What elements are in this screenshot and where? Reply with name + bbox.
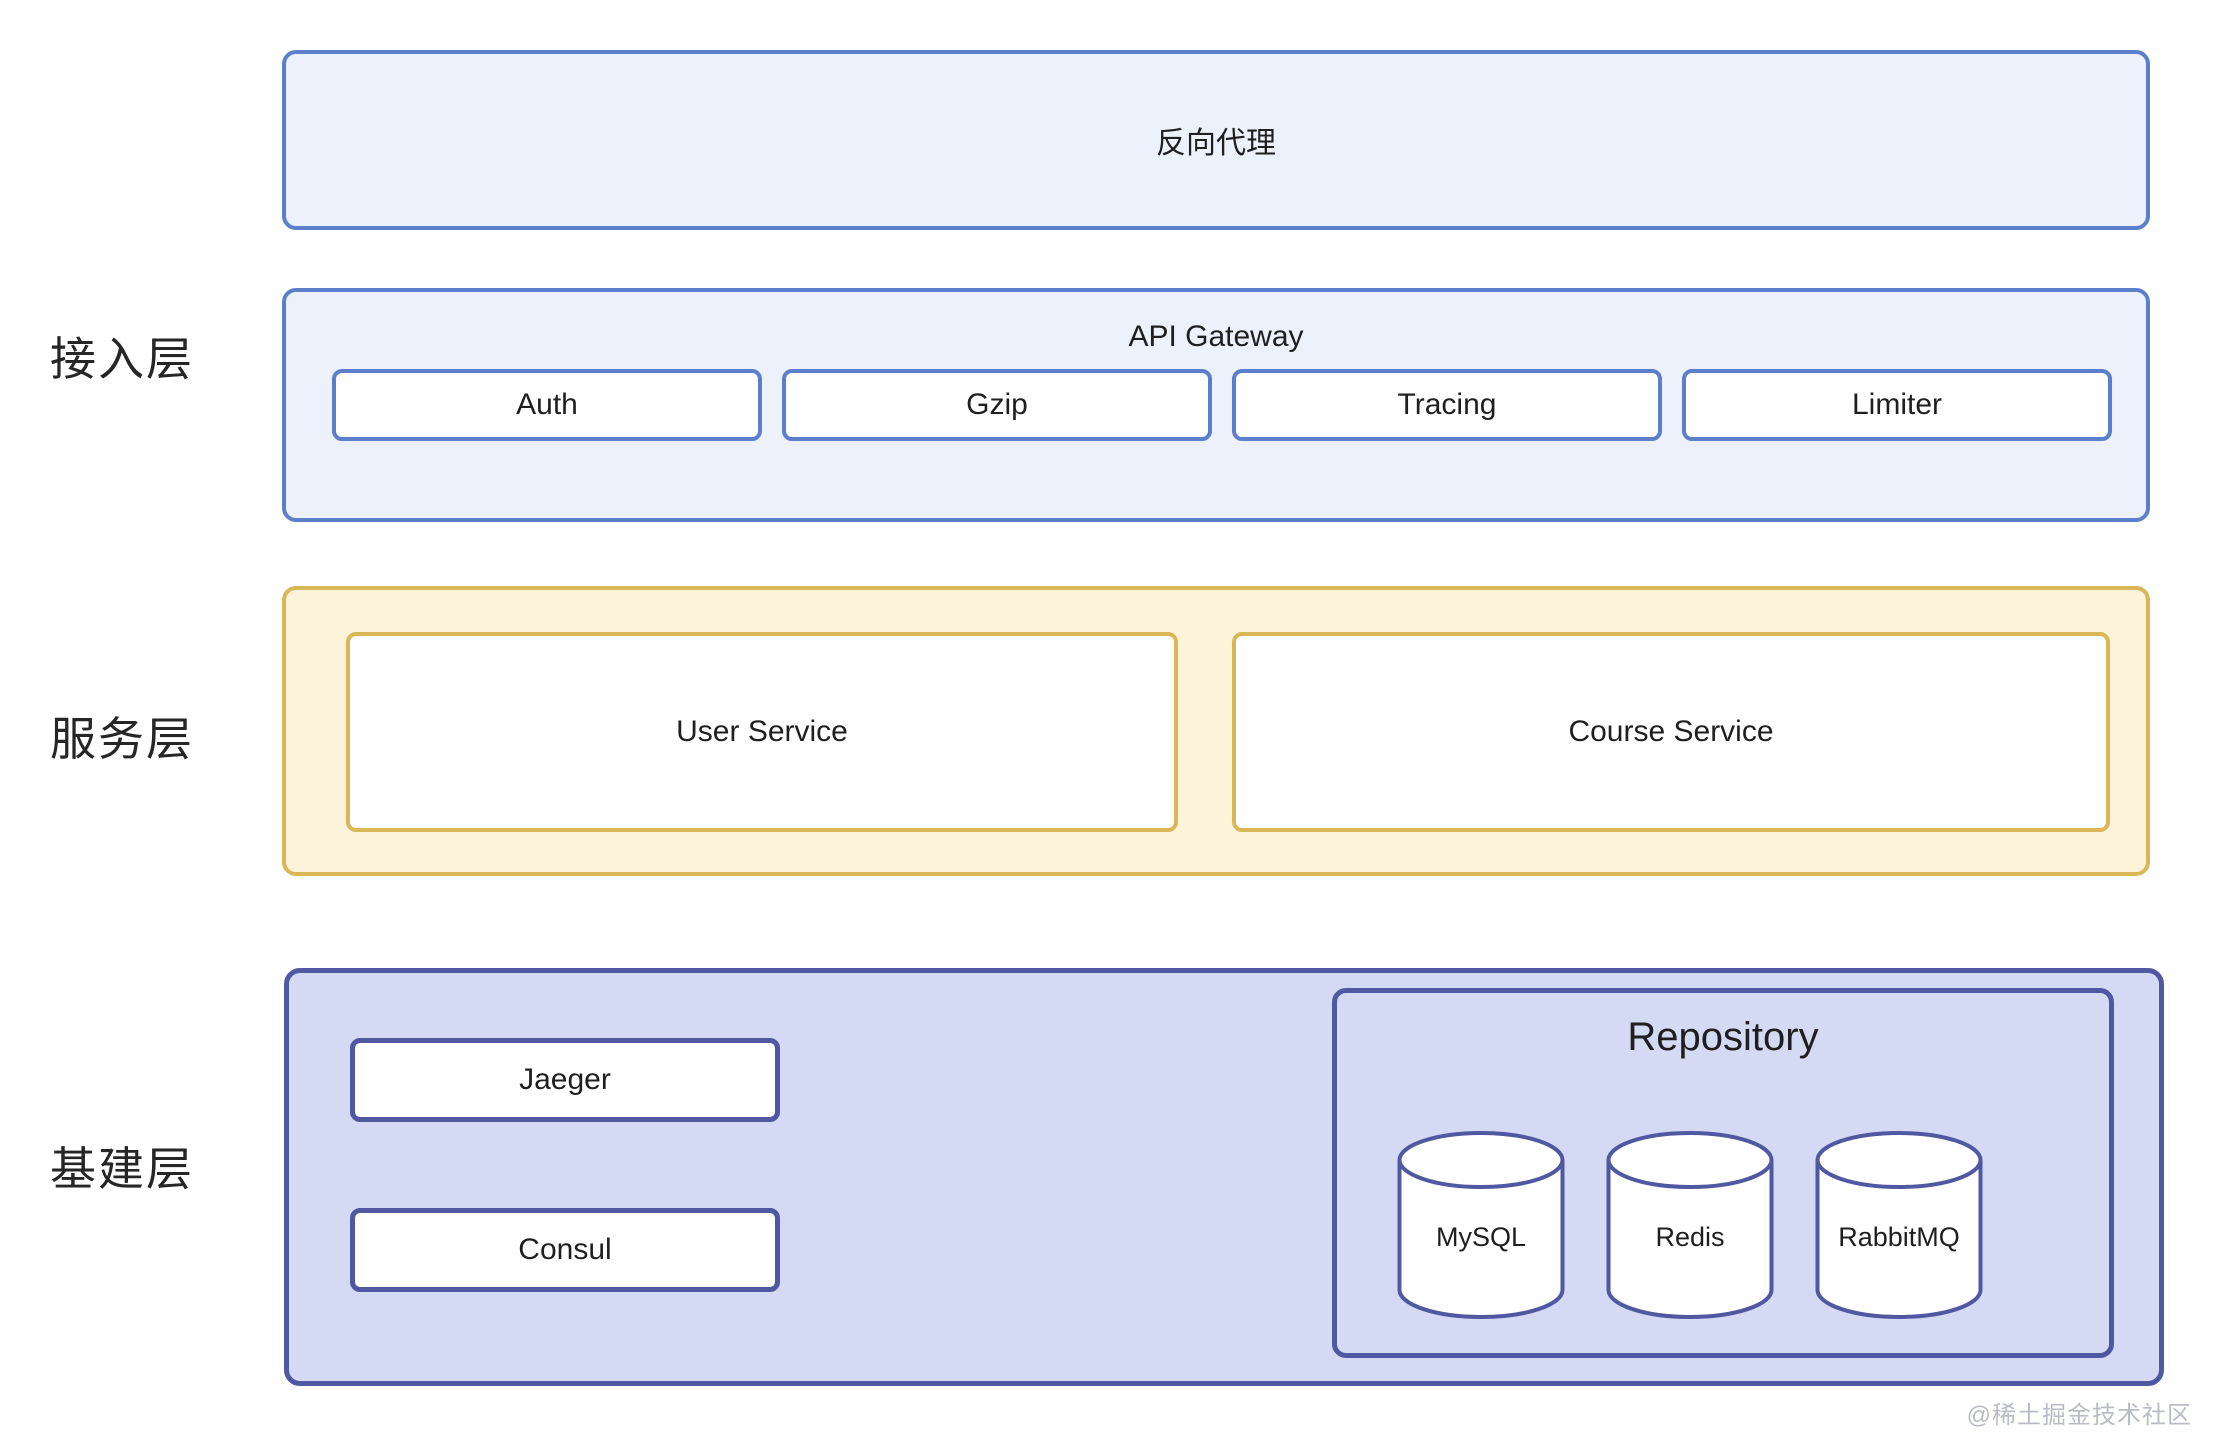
- datastore-rabbitmq-label: RabbitMQ: [1838, 1222, 1960, 1252]
- watermark: @稀土掘金技术社区: [1966, 1402, 2192, 1429]
- repository-title: Repository: [1627, 1015, 1819, 1059]
- layer-caption-infra: 基建层: [50, 1143, 194, 1195]
- layer-caption-access: 接入层: [50, 333, 194, 385]
- infra-component-consul-label: Consul: [518, 1233, 612, 1266]
- datastore-mysql-label: MySQL: [1435, 1222, 1527, 1252]
- infra-component-jaeger-label: Jaeger: [519, 1063, 611, 1096]
- reverse-proxy-box[interactable]: 反向代理: [282, 50, 2150, 230]
- infra-component-consul[interactable]: Consul: [350, 1208, 780, 1292]
- api-gateway-title: API Gateway: [1128, 320, 1304, 353]
- api-module-gzip-label: Gzip: [966, 388, 1028, 421]
- infra-component-jaeger[interactable]: Jaeger: [350, 1038, 780, 1122]
- datastore-mysql[interactable]: MySQL: [1396, 1130, 1566, 1320]
- api-module-limiter[interactable]: Limiter: [1682, 369, 2112, 441]
- api-module-gzip[interactable]: Gzip: [782, 369, 1212, 441]
- layer-caption-service: 服务层: [50, 713, 194, 765]
- api-module-tracing[interactable]: Tracing: [1232, 369, 1662, 441]
- datastore-redis[interactable]: Redis: [1605, 1130, 1775, 1320]
- api-module-auth-label: Auth: [516, 388, 578, 421]
- service-user-service-label: User Service: [676, 715, 848, 748]
- service-course-service[interactable]: Course Service: [1232, 632, 2110, 832]
- reverse-proxy-label: 反向代理: [1156, 127, 1276, 160]
- api-module-limiter-label: Limiter: [1851, 388, 1942, 421]
- service-user-service[interactable]: User Service: [346, 632, 1178, 832]
- api-module-auth[interactable]: Auth: [332, 369, 762, 441]
- api-module-tracing-label: Tracing: [1397, 388, 1497, 421]
- datastore-rabbitmq[interactable]: RabbitMQ: [1814, 1130, 1984, 1320]
- datastore-redis-label: Redis: [1655, 1222, 1725, 1252]
- service-course-service-label: Course Service: [1568, 715, 1774, 748]
